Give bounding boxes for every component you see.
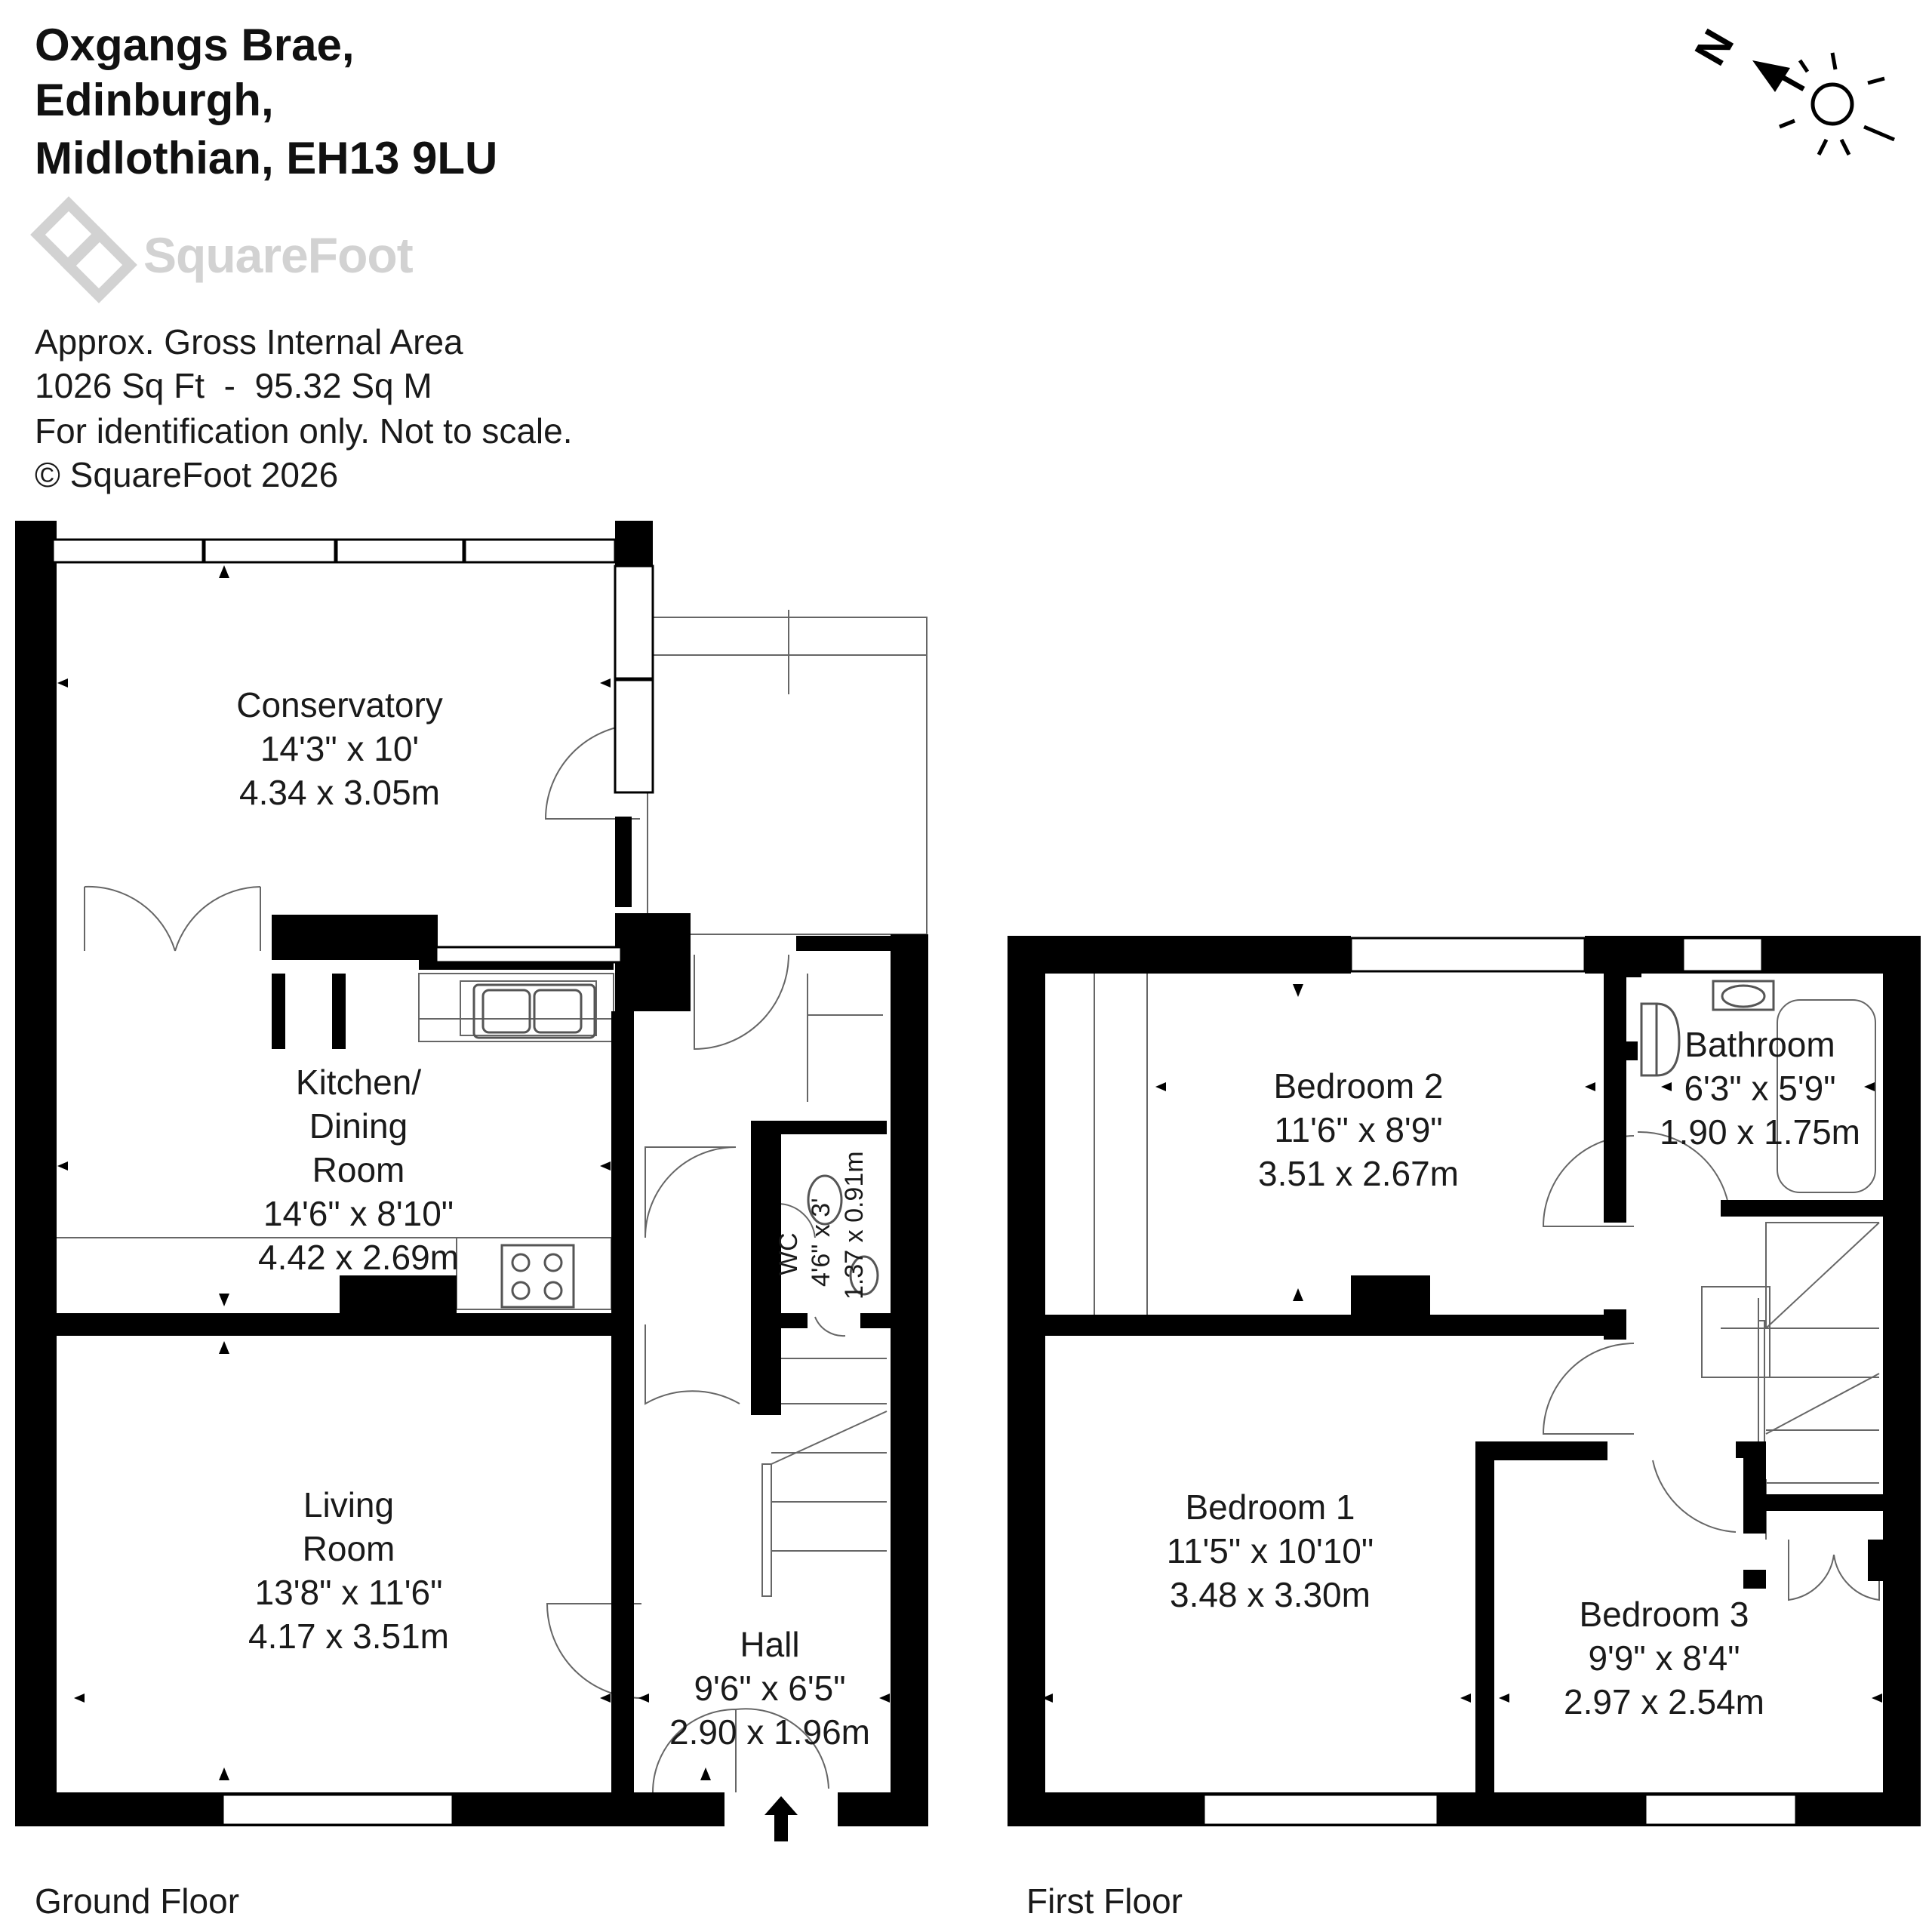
room-metric: 1.37 x 0.91m	[840, 1151, 869, 1300]
room-imperial: 11'5" x 10'10"	[1166, 1531, 1374, 1571]
room-imperial: 4'6" x 3'	[807, 1198, 835, 1287]
bathroom-toilet-icon	[1640, 1002, 1681, 1077]
address-line-2: Edinburgh,	[35, 75, 274, 125]
svg-text:N: N	[1685, 21, 1743, 73]
room-name: Room	[302, 1529, 395, 1568]
room-name: Hall	[740, 1625, 800, 1664]
room-imperial: 6'3" x 5'9"	[1684, 1069, 1836, 1108]
room-bedroom-2: Bedroom 2 11'6" x 8'9" 3.51 x 2.67m	[1258, 1064, 1459, 1195]
room-name: Kitchen/	[295, 1063, 422, 1102]
room-metric: 3.48 x 3.30m	[1170, 1575, 1371, 1614]
first-floor-plan	[1008, 936, 1921, 1826]
room-name: Bathroom	[1684, 1025, 1835, 1064]
room-name: Room	[312, 1150, 405, 1189]
room-name: Bedroom 3	[1579, 1595, 1749, 1634]
room-kitchen-dining: Kitchen/ Dining Room 14'6" x 8'10" 4.42 …	[258, 1060, 459, 1279]
room-wc: WC	[774, 1232, 804, 1275]
copyright: © SquareFoot 2026	[35, 455, 339, 494]
entrance-arrow-icon	[764, 1796, 798, 1841]
compass-icon: N	[1685, 21, 1895, 156]
room-wc-metric: 1.37 x 0.91m	[839, 1151, 869, 1300]
brand-logo-text: SquareFoot	[143, 227, 414, 283]
room-imperial: 14'3" x 10'	[260, 729, 420, 768]
room-hall: Hall 9'6" x 6'5" 2.90 x 1.96m	[669, 1623, 870, 1754]
room-bedroom-3: Bedroom 3 9'9" x 8'4" 2.97 x 2.54m	[1564, 1592, 1764, 1724]
bathroom-basin-icon	[1712, 980, 1775, 1011]
address-line-1: Oxgangs Brae,	[35, 20, 355, 70]
room-name: Dining	[309, 1106, 408, 1146]
hob-icon	[500, 1244, 575, 1309]
room-imperial: 14'6" x 8'10"	[263, 1194, 454, 1233]
ground-floor-plan	[15, 521, 928, 1841]
dimension-markers	[57, 565, 1882, 1780]
room-conservatory: Conservatory 14'3" x 10' 4.34 x 3.05m	[236, 683, 443, 814]
room-name: Bedroom 2	[1273, 1066, 1444, 1106]
ground-floor-label: Ground Floor	[35, 1881, 240, 1921]
area-label: Approx. Gross Internal Area	[35, 322, 463, 361]
room-bathroom: Bathroom 6'3" x 5'9" 1.90 x 1.75m	[1660, 1023, 1860, 1154]
room-metric: 2.90 x 1.96m	[669, 1712, 870, 1752]
room-metric: 1.90 x 1.75m	[1660, 1112, 1860, 1152]
room-metric: 4.17 x 3.51m	[248, 1617, 449, 1656]
room-metric: 2.97 x 2.54m	[1564, 1682, 1764, 1721]
room-metric: 4.42 x 2.69m	[258, 1238, 459, 1277]
squarefoot-logo-icon	[30, 196, 137, 303]
room-name: Bedroom 1	[1185, 1487, 1355, 1527]
room-metric: 3.51 x 2.67m	[1258, 1154, 1459, 1193]
room-imperial: 11'6" x 8'9"	[1274, 1110, 1443, 1149]
area-value: 1026 Sq Ft - 95.32 Sq M	[35, 366, 432, 405]
first-floor-label: First Floor	[1026, 1881, 1183, 1921]
room-imperial: 13'8" x 11'6"	[254, 1573, 443, 1612]
sink-icon	[472, 983, 596, 1039]
room-wc-imperial: 4'6" x 3'	[806, 1198, 836, 1287]
room-imperial: 9'9" x 8'4"	[1588, 1638, 1740, 1678]
address-line-3: Midlothian, EH13 9LU	[35, 133, 498, 183]
room-living: Living Room 13'8" x 11'6" 4.17 x 3.51m	[248, 1483, 449, 1658]
room-name: Conservatory	[236, 685, 443, 724]
disclaimer: For identification only. Not to scale.	[35, 411, 573, 451]
room-name: WC	[774, 1232, 803, 1275]
room-bedroom-1: Bedroom 1 11'5" x 10'10" 3.48 x 3.30m	[1167, 1485, 1374, 1617]
room-imperial: 9'6" x 6'5"	[694, 1669, 846, 1708]
toilet-icon	[807, 1174, 879, 1296]
room-name: Living	[303, 1485, 395, 1524]
room-metric: 4.34 x 3.05m	[239, 773, 440, 812]
